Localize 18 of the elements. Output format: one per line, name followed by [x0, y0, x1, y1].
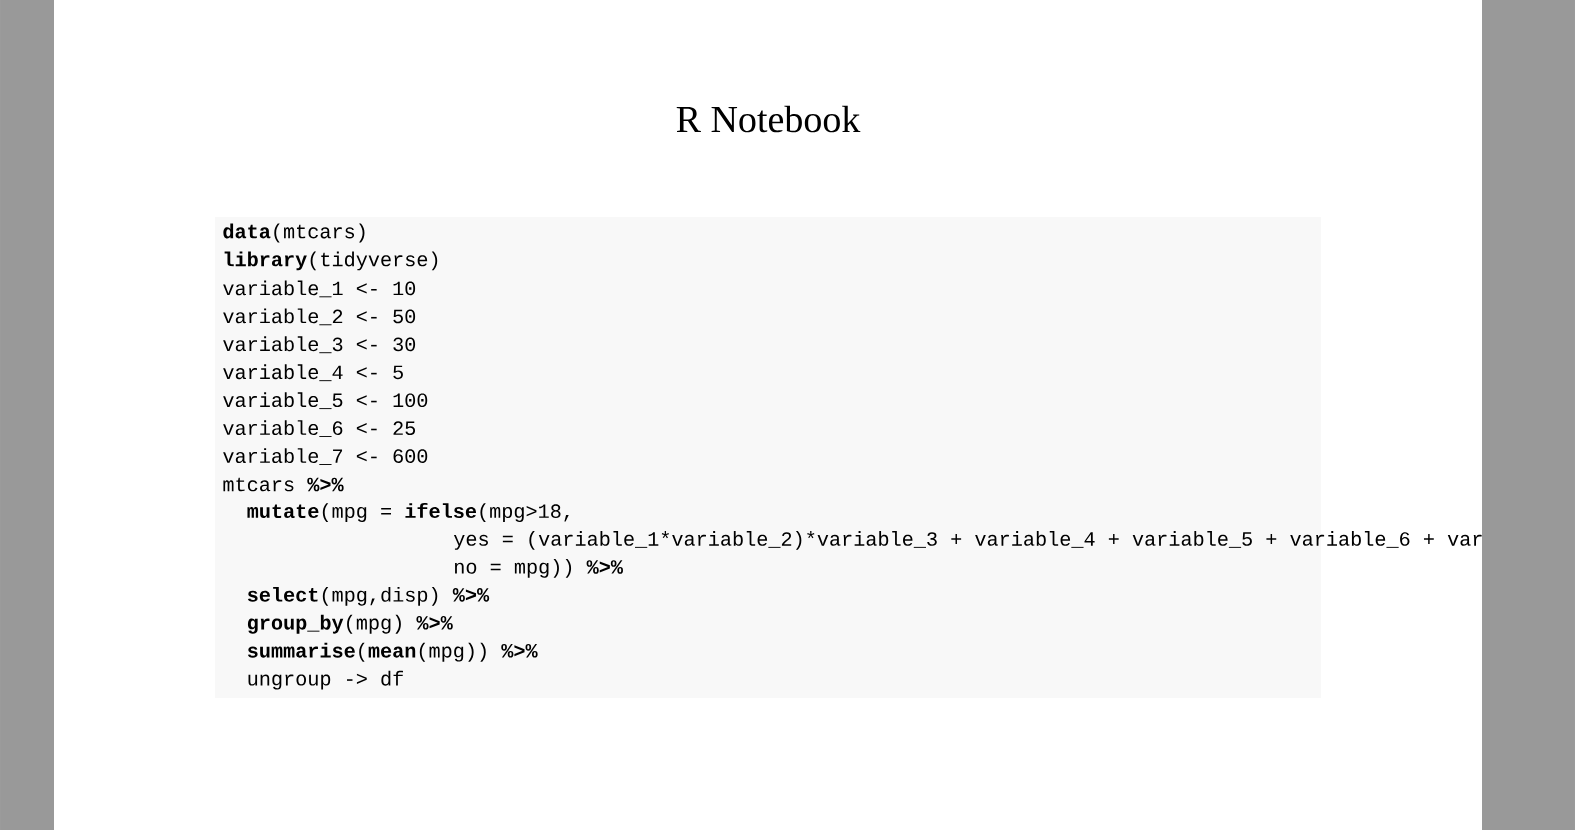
title: R Notebook [676, 105, 861, 133]
code-line: mutate(mpg = ifelse(mpg>18, [247, 502, 569, 523]
code-line: ungroup -> df [248, 670, 403, 690]
code-line: variable_5 <- 100 [223, 392, 428, 410]
code-line: mtcars %>% [223, 477, 344, 492]
code-line: variable_3 <- 30 [223, 336, 416, 354]
code-line: data(mtcars) [223, 223, 365, 243]
code-line: yes = (variable_1*variable_2)*variable_3 + variable_4 + variable_5 + variable_6 + var [453, 531, 1482, 550]
code-line: variable_2 <- 50 [223, 308, 416, 326]
code-line: library(tidyverse) [224, 251, 438, 271]
code-line: group_by(mpg) %>% [247, 614, 453, 634]
code-line: variable_6 <- 25 [223, 420, 416, 437]
code-line: variable_4 <- 5 [223, 364, 403, 382]
code-line: variable_1 <- 10 [223, 280, 416, 298]
code-line: summarise(mean(mpg)) %>% [247, 642, 538, 662]
code-line: no = mpg)) %>% [455, 558, 623, 578]
code-line: variable_7 <- 600 [223, 448, 428, 465]
code-line: select(mpg,disp) %>% [247, 586, 490, 606]
